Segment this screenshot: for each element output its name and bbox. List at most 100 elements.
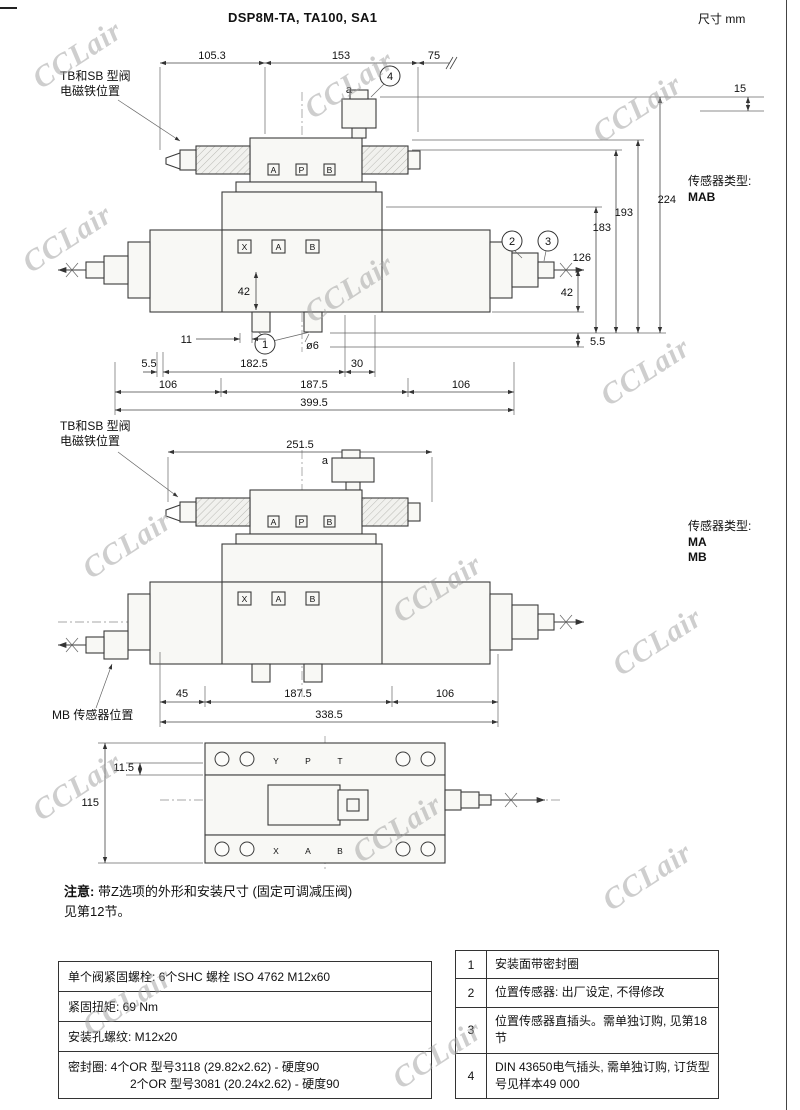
dim-251-5: 251.5 [286,439,314,451]
dimensions-bottom: 45 187.5 106 338.5 [159,652,499,727]
port-t-label: T [337,756,342,766]
din-connector [341,98,377,129]
dim-75: 75 [428,50,440,62]
right-solenoid [361,497,409,527]
bolt-hole [395,751,411,767]
port-p-label: P [305,756,311,766]
port-b-box [305,591,320,606]
legend-text-4: DIN 43650电气插头, 需单独订购, 订货型号见样本49 000 [495,1059,710,1091]
port-a-label: A [276,242,282,252]
legend-text-3: 位置传感器直插头。需单独订购, 见第18节 [495,1013,708,1046]
legend-num-3: 3 [456,1007,487,1053]
port-a-box [271,239,286,254]
bottom-stud-right [303,311,323,333]
dimensions-top: 105.3 153 75 [159,50,458,150]
tb-sb-label-line1: TB和SB 型阀 [60,69,131,83]
main-valve-top-housing [221,191,383,231]
left-position-sensor [58,255,129,285]
bolt-hole [420,841,436,857]
legend-row-2: 2 位置传感器: 出厂设定, 不得修改 [456,978,718,1007]
mb-sensor-arrow [95,663,113,709]
pilot-port-a-label: A [271,165,277,175]
din-connector-cap [349,89,369,100]
bottom-stud-right [303,663,323,683]
dim-15: 15 [734,83,746,95]
left-end-cap [127,241,151,299]
pilot-subplate [235,181,377,193]
dim-183: 183 [593,222,611,234]
pilot-port-a-box [267,515,280,528]
port-a-label: A [276,594,282,604]
main-valve-body [149,229,491,313]
dim-30: 30 [351,358,363,370]
tb-sb-arrow [117,99,181,142]
pilot-port-p-box [295,163,308,176]
dim-187-5: 187.5 [284,688,312,700]
spec-row-torque: 紧固扭矩: 69 Nm [59,991,431,1021]
port-b-box [305,239,320,254]
pilot-port-p-label: P [299,517,305,527]
spec-table: 单个阀紧固螺栓: 6个SHC 螺栓 ISO 4762 M12x60 紧固扭矩: … [58,961,432,1099]
port-y-label: Y [273,756,279,766]
dim-dia6: ø6 [306,340,319,352]
pilot-port-a-label: A [271,517,277,527]
port-x-label: X [242,242,248,252]
legend-num-1: 1 [456,951,487,979]
break-symbol [445,56,458,70]
mb-position-sensor [58,630,129,660]
dim-115: 115 [81,797,99,809]
right-position-sensor [511,604,584,640]
connector-stem [351,127,367,139]
legend-num-4: 4 [456,1053,487,1099]
left-solenoid-cone [165,152,181,170]
callout-2: 2 [501,230,523,259]
dimensions-right: 15 42 5.5 126 183 193 224 [330,83,764,348]
dim-11-5: 11.5 [113,762,134,774]
spec-row-thread: 安装孔螺纹: M12x20 [59,1021,431,1051]
dim-a-label: a [322,455,329,467]
right-solenoid [361,145,409,175]
note-line2: 见第12节。 [64,903,131,919]
page-corner-mark [0,7,17,9]
legend-num-2: 2 [456,979,487,1007]
drawing-1-front-view-mab: A P B X A B [58,50,764,415]
dim-193: 193 [615,207,633,219]
tb-sb-label-line2: 电磁铁位置 [60,433,120,448]
dim-126: 126 [573,252,591,264]
port-a-label: A [305,846,311,856]
dim-187-5: 187.5 [300,379,328,391]
pilot-port-b-label: B [327,517,333,527]
dim-224: 224 [658,194,676,206]
dim-106-left: 106 [159,379,177,391]
dimensions-left: 115 11.5 [81,742,203,864]
svg-text:4: 4 [387,71,393,83]
legend-text-2: 位置传感器: 出厂设定, 不得修改 [495,985,665,1000]
port-x-label: X [242,594,248,604]
note-line1: 带Z选项的外形和安装尺寸 (固定可调减压阀) [94,884,353,899]
spec-row-seals: 密封圈: 4个OR 型号3118 (29.82x2.62) - 硬度90 2个O… [59,1051,431,1098]
main-valve-body [149,581,491,665]
pilot-subplate [235,533,377,545]
dim-5-5-bottom: 5.5 [141,358,156,370]
left-solenoid-cone [165,504,181,522]
unit-label: 尺寸 mm [698,12,746,26]
dimensions-bottom-detail: 42 11 ø6 [181,272,319,352]
port-b-label: B [310,242,316,252]
drawing-3-mounting-view: Y P T X A B 115 [81,736,560,872]
dim-105-3: 105.3 [198,50,226,62]
bottom-stud-left [251,663,271,683]
callout-3: 3 [537,230,559,262]
dim-182-5: 182.5 [240,358,268,370]
sensor-type-value-ma: MA [688,535,707,549]
port-b-label: B [310,594,316,604]
svg-text:1: 1 [262,339,268,351]
tb-sb-label-line1: TB和SB 型阀 [60,419,131,433]
right-solenoid-cap [407,150,421,170]
note-label: 注意: [64,884,95,899]
page-title: DSP8M-TA, TA100, SA1 [228,10,378,25]
right-position-sensor [511,252,584,288]
left-end-cap [127,593,151,651]
bolt-hole [395,841,411,857]
dim-5-5-right: 5.5 [590,336,605,348]
